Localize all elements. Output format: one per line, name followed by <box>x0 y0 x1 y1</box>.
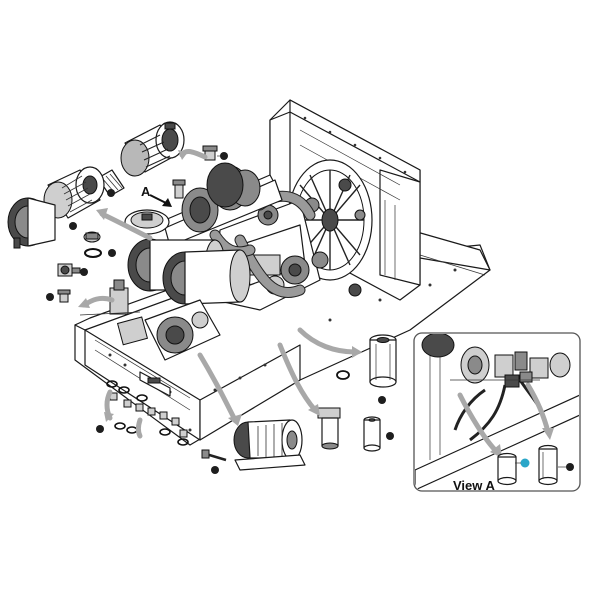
callout-fitting[interactable] <box>80 268 88 276</box>
view-marker-letter: A <box>141 184 151 199</box>
fuel-filter-part <box>317 407 381 452</box>
view-a-inset: View A <box>413 332 581 493</box>
callout-plug[interactable] <box>46 293 54 301</box>
starter-motor-part <box>233 419 306 471</box>
callout-air-filter[interactable] <box>69 222 77 230</box>
callout-fuel-filter[interactable] <box>386 432 394 440</box>
callout-cap[interactable] <box>108 249 116 257</box>
plug-part <box>57 289 71 303</box>
view-a-title: View A <box>453 478 496 493</box>
callout-view-a-filter-2[interactable] <box>566 463 574 471</box>
callout-cyclone-housing[interactable] <box>220 152 228 160</box>
air-cleaner-cover-part <box>7 197 56 249</box>
small-filter-cartridge-part <box>97 169 125 197</box>
oring-part <box>84 248 102 258</box>
callout-drain-kit[interactable] <box>96 425 104 433</box>
hydraulic-pump <box>116 299 221 361</box>
cap-part <box>83 231 101 243</box>
callout-bolt[interactable] <box>211 466 219 474</box>
left-fittings <box>79 279 141 316</box>
oil-filter-part <box>369 334 397 388</box>
air-filter-element-part <box>43 166 105 219</box>
callout-view-a-filter-highlight[interactable] <box>520 458 530 468</box>
sensor-fitting-part <box>57 263 81 277</box>
oring-2-part <box>336 370 350 380</box>
callout-filter-element[interactable] <box>107 189 115 197</box>
cyclone-housing-part <box>120 121 185 177</box>
callout-oil-filter[interactable] <box>378 396 386 404</box>
explosion-arrows <box>78 149 362 439</box>
air-cleaner-canisters <box>127 162 261 305</box>
top-cover-part <box>124 209 170 235</box>
view-a-marker-part <box>172 179 186 199</box>
drain-plugs-part <box>106 380 189 446</box>
callouts <box>46 152 574 474</box>
bolt-part <box>201 449 227 462</box>
view-a-indicator: A <box>141 184 172 207</box>
